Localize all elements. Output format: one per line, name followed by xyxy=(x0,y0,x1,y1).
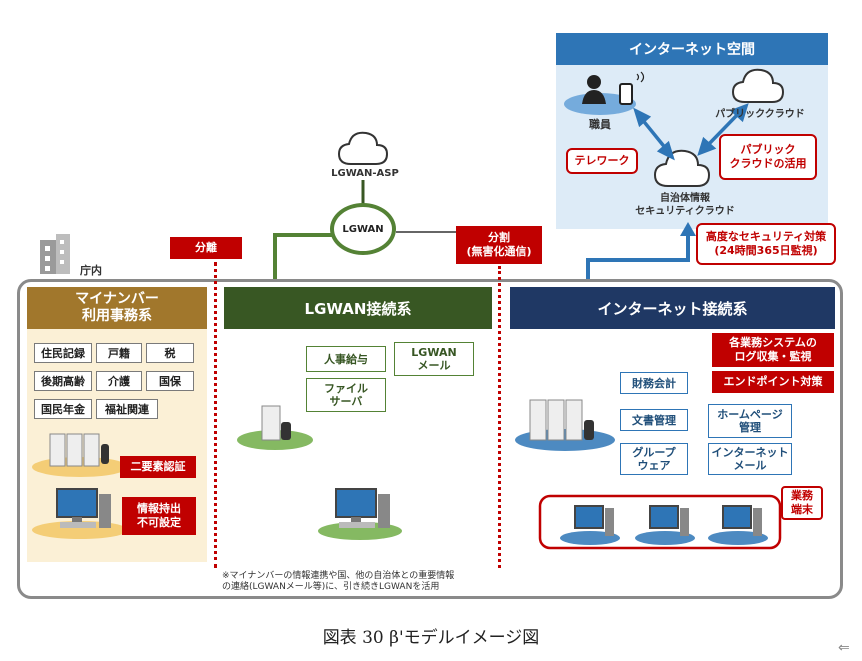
division-badge: 分割(無害化通信) xyxy=(456,226,542,264)
no-export-badge: 情報持出不可設定 xyxy=(122,497,196,535)
lgwan-zone-title: LGWAN接続系 xyxy=(224,287,492,329)
service-koseki: 戸籍 xyxy=(96,343,142,363)
public-cloud-use-badge: パブリッククラウドの活用 xyxy=(719,134,817,180)
security-cloud-icon xyxy=(653,149,711,187)
internet-space-title: インターネット空間 xyxy=(556,33,828,65)
service-zaimu: 財務会計 xyxy=(620,372,688,394)
terminal-badge: 業務端末 xyxy=(781,486,823,520)
return-arrow-icon: ⇐ xyxy=(838,640,850,656)
security-monitoring-badge: 高度なセキュリティ対策(24時間365日監視) xyxy=(696,223,836,265)
lgwan-asp-label: LGWAN-ASP xyxy=(331,167,399,179)
two-factor-badge: 二要素認証 xyxy=(120,456,196,478)
public-to-cloud-arrow xyxy=(697,103,749,156)
mynumber-title: マイナンバー利用事務系 xyxy=(27,287,207,329)
service-nenkin: 国民年金 xyxy=(34,399,92,419)
service-kouki: 後期高齢 xyxy=(34,371,92,391)
pc-icon xyxy=(56,488,111,528)
service-homepage: ホームページ管理 xyxy=(708,404,792,438)
staff-label: 職員 xyxy=(589,118,611,131)
pc-icon xyxy=(635,505,695,545)
security-cloud-label: 自治体情報セキュリティクラウド xyxy=(635,193,735,217)
lgwan-footnote: ※マイナンバーの情報連携や国、他の自治体との重要情報 の連絡(LGWANメール等… xyxy=(222,571,455,592)
endpoint-badge: エンドポイント対策 xyxy=(712,371,834,393)
server-icon xyxy=(529,399,594,441)
pc-icon xyxy=(335,488,390,528)
service-kaigo: 介護 xyxy=(96,371,142,391)
service-juumin: 住民記録 xyxy=(34,343,92,363)
public-cloud-icon xyxy=(731,68,785,103)
server-icon xyxy=(261,405,291,441)
service-kokuho: 国保 xyxy=(146,371,194,391)
service-zei: 税 xyxy=(146,343,194,363)
service-bunsho: 文書管理 xyxy=(620,409,688,431)
service-fukushi: 福祉関連 xyxy=(96,399,158,419)
office-label: 庁内 xyxy=(80,264,102,277)
service-internet-mail: インターネットメール xyxy=(708,443,792,475)
server-icon xyxy=(49,433,109,467)
public-cloud-label: パブリッククラウド xyxy=(715,108,805,120)
office-building-icon xyxy=(40,234,70,274)
internet-space-panel xyxy=(556,33,828,229)
terminals-frame xyxy=(538,494,782,550)
service-jinji: 人事給与 xyxy=(306,346,386,372)
service-file-server: ファイルサーバ xyxy=(306,378,386,412)
separator-line-right xyxy=(498,266,501,568)
internet-zone-title: インターネット接続系 xyxy=(510,287,835,329)
telework-badge: テレワーク xyxy=(566,148,638,174)
separation-badge: 分離 xyxy=(170,237,242,259)
pc-icon xyxy=(560,505,620,545)
lgwan-network-node: LGWAN xyxy=(330,203,396,255)
separator-line-left xyxy=(214,262,217,568)
uplink-arrowhead xyxy=(680,222,696,236)
pc-icon xyxy=(708,505,768,545)
service-groupware: グループウェア xyxy=(620,443,688,475)
figure-caption: 図表 30 β'モデルイメージ図 xyxy=(322,627,540,648)
log-monitor-badge: 各業務システムのログ収集・監視 xyxy=(712,333,834,367)
staff-to-cloud-arrow xyxy=(633,107,675,161)
lgwan-asp-cloud-icon xyxy=(337,131,389,165)
staff-icon xyxy=(582,71,645,105)
